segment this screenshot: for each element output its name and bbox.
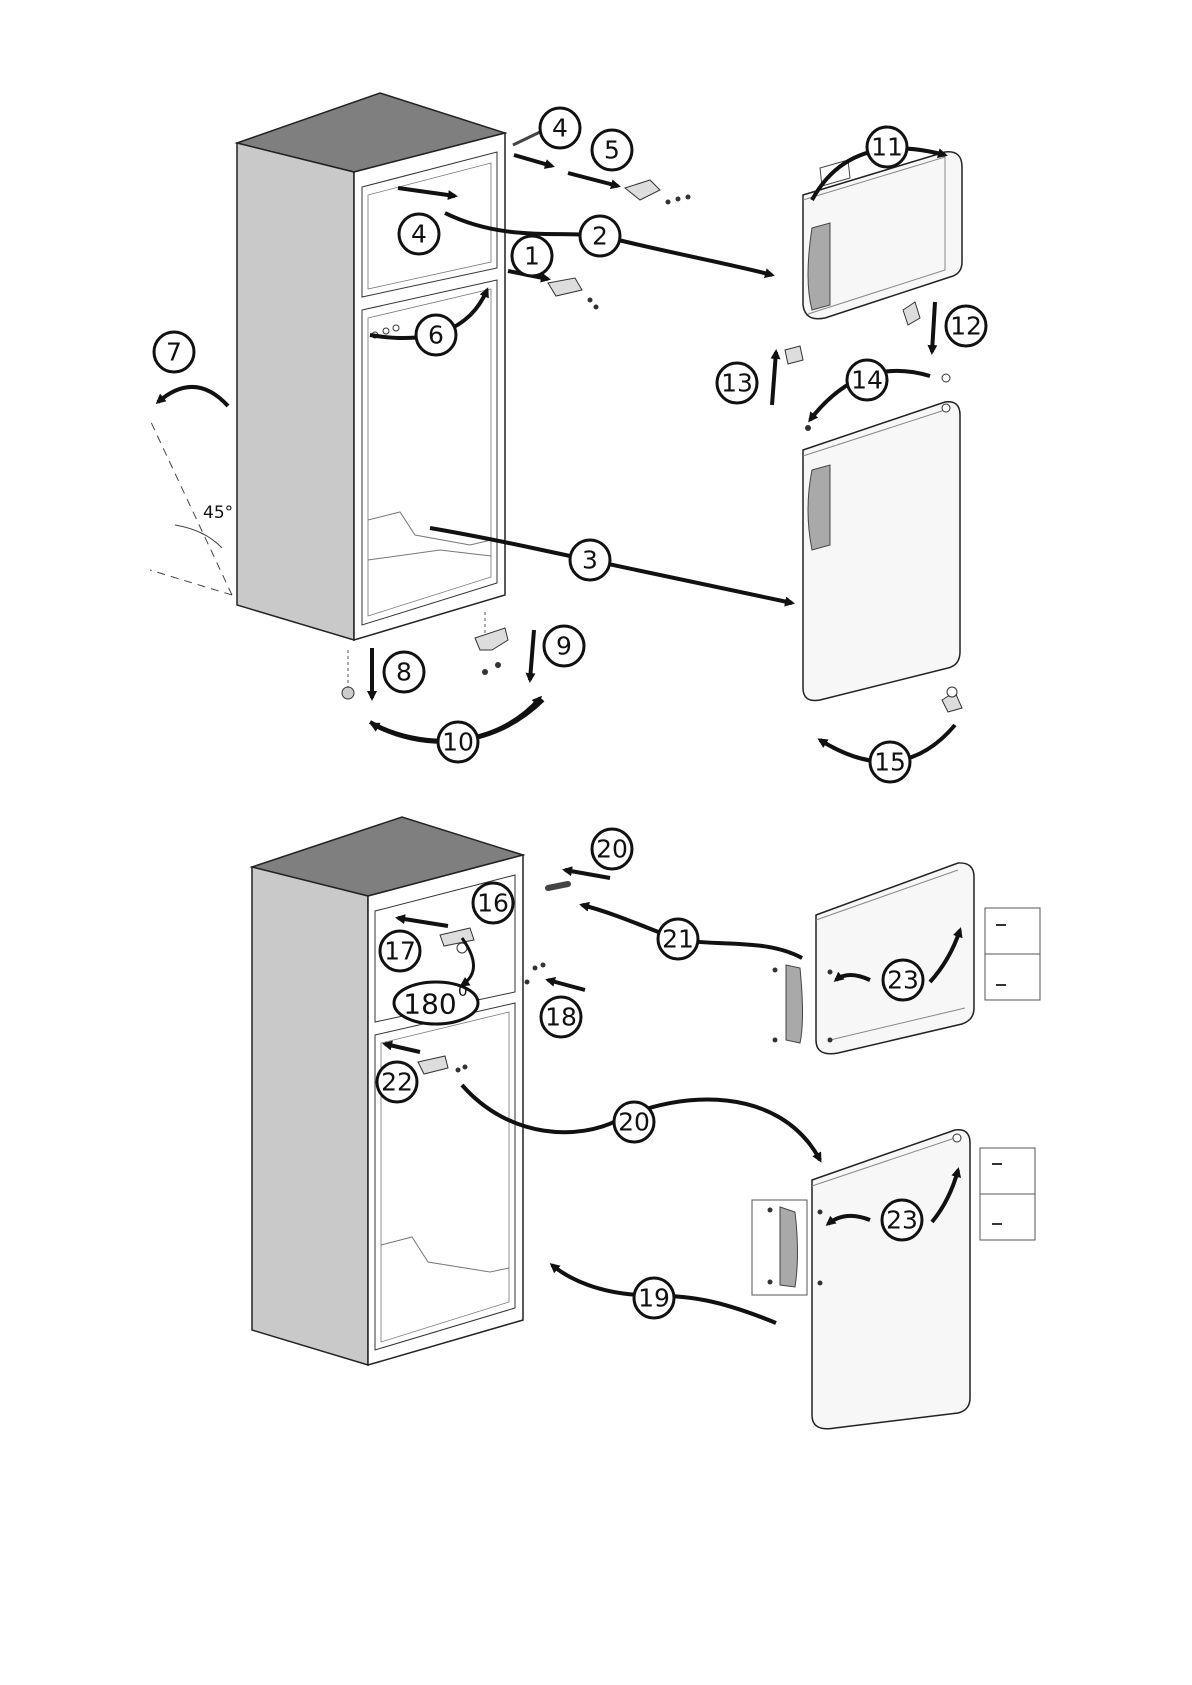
tilt-arrow xyxy=(158,387,228,406)
step-badge-10: 10 xyxy=(438,722,478,762)
adjustable-foot xyxy=(342,687,354,699)
step-11-label: 11 xyxy=(871,133,903,162)
screw-detail-box-3 xyxy=(980,1148,1035,1194)
rotation-callout: 180 0 xyxy=(394,982,478,1024)
step-7-label: 7 xyxy=(166,338,182,367)
step-22-label: 22 xyxy=(381,1068,413,1097)
tilt-angle-label: 45° xyxy=(203,503,233,523)
step-badge-3: 3 xyxy=(570,540,610,580)
fridge-door-handle xyxy=(808,465,830,550)
step-badge-8: 8 xyxy=(384,652,424,692)
step-badge-13: 13 xyxy=(717,363,757,403)
freezer-door-handle xyxy=(808,223,830,310)
cabinet-side-panel-bottom xyxy=(252,867,368,1365)
step-badge-15: 15 xyxy=(870,742,910,782)
freezer-door-bottom-view xyxy=(773,863,1041,1054)
step-badge-5: 5 xyxy=(592,130,632,170)
step-18-label: 18 xyxy=(545,1003,577,1032)
step-17-label: 17 xyxy=(384,937,416,966)
step-badge-12: 12 xyxy=(946,306,986,346)
rotation-angle-label: 180 xyxy=(403,988,456,1021)
cabinet-front-frame xyxy=(354,133,505,640)
step-badge-20b: 20 xyxy=(614,1102,654,1142)
step-badge-16: 16 xyxy=(473,883,513,923)
screw-detail-box-1 xyxy=(985,908,1040,954)
screw-detail-box-4 xyxy=(980,1194,1035,1240)
freezer-door-handle-bottom xyxy=(786,965,803,1043)
step-badge-7: 7 xyxy=(154,332,194,372)
step-badge-22: 22 xyxy=(377,1062,417,1102)
cabinet-side-panel xyxy=(237,143,354,640)
step-6-label: 6 xyxy=(428,321,444,350)
step-15-label: 15 xyxy=(874,748,906,777)
step-1-label: 1 xyxy=(524,242,540,271)
step-badge-20a: 20 xyxy=(592,829,632,869)
step-14-label: 14 xyxy=(851,366,883,395)
step-21-label: 21 xyxy=(662,925,694,954)
step-badge-17: 17 xyxy=(380,931,420,971)
step-10-label: 10 xyxy=(442,728,474,757)
step-badge-11: 11 xyxy=(867,127,907,167)
tilt-guide: 45° xyxy=(150,387,233,595)
step-3-label: 3 xyxy=(582,546,598,575)
step-4b-label: 4 xyxy=(411,220,427,249)
fridge-cabinet-top-view xyxy=(237,93,505,640)
step-badge-18: 18 xyxy=(541,997,581,1037)
step-4a-label: 4 xyxy=(552,114,568,143)
step-badge-6: 6 xyxy=(416,315,456,355)
step-8-label: 8 xyxy=(396,658,412,687)
step-13-label: 13 xyxy=(721,369,753,398)
fridge-door-bottom-view xyxy=(752,1130,1035,1429)
screw-detail-box-2 xyxy=(985,954,1040,1000)
step-20a-label: 20 xyxy=(596,835,628,864)
step-badge-23b: 23 xyxy=(882,1200,922,1240)
freezer-door-top-view xyxy=(803,148,962,352)
step-19-label: 19 xyxy=(638,1284,670,1313)
bottom-hinge-bracket xyxy=(475,628,508,650)
step-2-label: 2 xyxy=(592,222,608,251)
step-badge-1: 1 xyxy=(512,236,552,276)
step-23b-label: 23 xyxy=(886,1206,918,1235)
rotation-degree-sign: 0 xyxy=(458,982,468,1000)
fridge-door-handle-bottom xyxy=(780,1207,798,1287)
step-12-label: 12 xyxy=(950,312,982,341)
step-badge-4b: 4 xyxy=(399,214,439,254)
step-5-label: 5 xyxy=(604,136,620,165)
step-badge-4a: 4 xyxy=(540,108,580,148)
step-20b-label: 20 xyxy=(618,1108,650,1137)
step-badge-21: 21 xyxy=(658,919,698,959)
step-badge-14: 14 xyxy=(847,360,887,400)
step-23a-label: 23 xyxy=(887,966,919,995)
step-badge-2: 2 xyxy=(580,216,620,256)
step-16-label: 16 xyxy=(477,889,509,918)
step-badge-19: 19 xyxy=(634,1278,674,1318)
step-9-label: 9 xyxy=(556,632,572,661)
step-badge-9: 9 xyxy=(544,626,584,666)
fridge-door-top-view xyxy=(772,346,962,762)
step-badge-23a: 23 xyxy=(883,960,923,1000)
